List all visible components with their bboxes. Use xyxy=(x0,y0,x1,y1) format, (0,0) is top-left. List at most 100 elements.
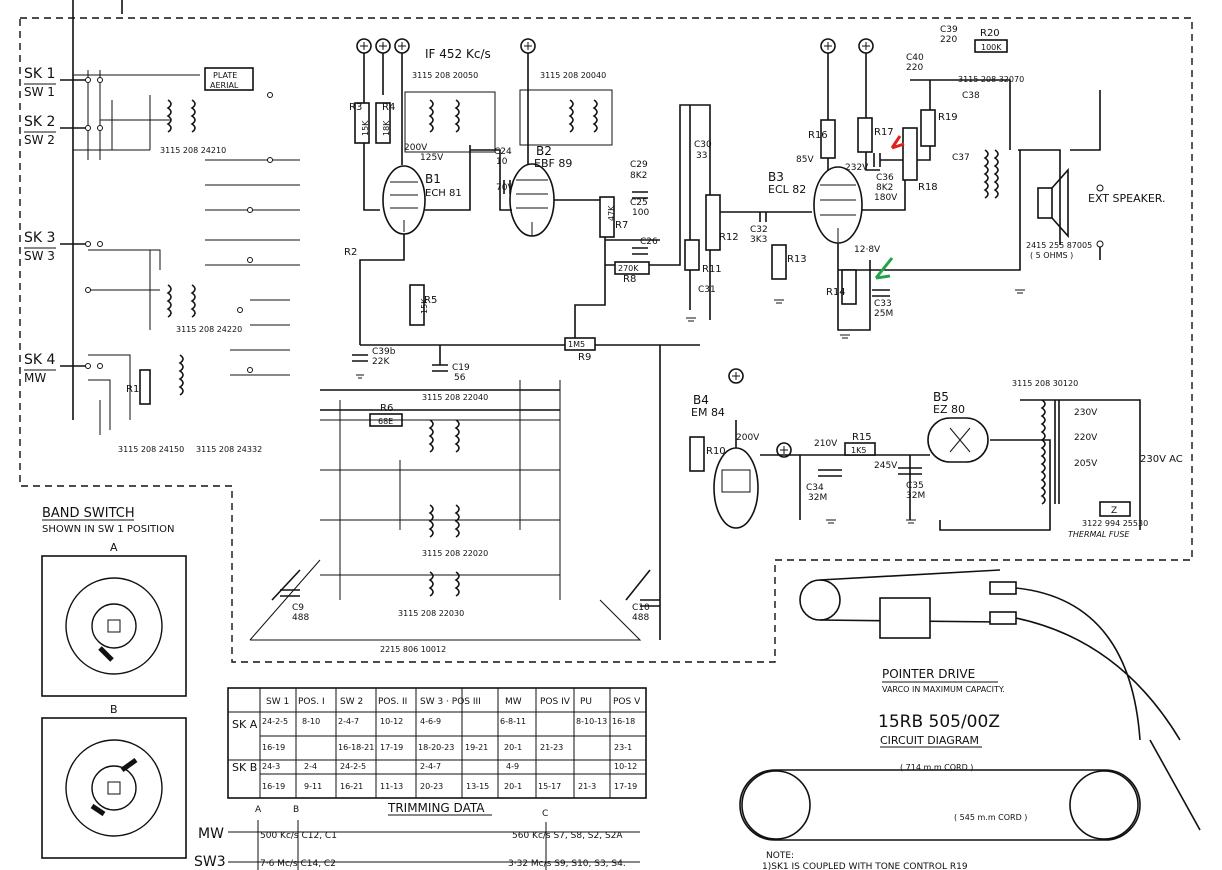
svg-text:2415 255 87005: 2415 255 87005 xyxy=(1026,241,1092,250)
svg-text:SW 3: SW 3 xyxy=(24,249,55,263)
svg-text:3115 208 24332: 3115 208 24332 xyxy=(196,445,262,454)
svg-text:EZ 80: EZ 80 xyxy=(933,403,965,416)
svg-text:16-18-21: 16-18-21 xyxy=(338,743,374,752)
svg-text:ECH 81: ECH 81 xyxy=(425,188,462,199)
svg-text:POS V: POS V xyxy=(613,697,641,707)
svg-text:C: C xyxy=(542,809,548,819)
pointer-drive xyxy=(739,569,1201,841)
osc-switch-wiring xyxy=(249,380,642,641)
svg-text:205V: 205V xyxy=(1074,459,1098,469)
svg-text:C10: C10 xyxy=(632,603,650,613)
svg-text:270K: 270K xyxy=(618,264,639,273)
svg-text:MW: MW xyxy=(24,371,46,385)
svg-text:2-4-7: 2-4-7 xyxy=(420,762,441,771)
svg-text:B: B xyxy=(293,805,299,815)
trimming-lines xyxy=(228,820,640,870)
svg-text:16-19: 16-19 xyxy=(262,743,285,752)
svg-text:C32: C32 xyxy=(750,225,768,235)
svg-text:245V: 245V xyxy=(874,461,898,471)
svg-text:C33: C33 xyxy=(874,299,892,309)
svg-text:3115 208 20040: 3115 208 20040 xyxy=(540,71,606,80)
svg-text:R3: R3 xyxy=(349,102,362,113)
svg-text:SK 3: SK 3 xyxy=(24,230,55,246)
svg-text:200V: 200V xyxy=(736,433,760,443)
svg-text:1M5: 1M5 xyxy=(568,340,585,349)
osc-coils xyxy=(428,419,460,597)
svg-text:C39: C39 xyxy=(940,25,958,35)
wafer-a xyxy=(41,555,187,697)
svg-text:24-2-5: 24-2-5 xyxy=(262,717,288,726)
svg-text:R10: R10 xyxy=(706,446,726,457)
svg-text:32M: 32M xyxy=(906,491,925,501)
tube-b4: B4 EM 84 xyxy=(691,393,759,529)
svg-text:4-6-9: 4-6-9 xyxy=(420,717,441,726)
svg-text:3115 208 24150: 3115 208 24150 xyxy=(118,445,184,454)
svg-text:C19: C19 xyxy=(452,363,470,373)
svg-text:A: A xyxy=(110,541,118,554)
svg-text:THERMAL FUSE: THERMAL FUSE xyxy=(1068,530,1130,539)
svg-text:3·32 Mc/s S9, S10, S3, S4.: 3·32 Mc/s S9, S10, S3, S4. xyxy=(508,859,626,869)
socket-sk4: SK 4 MW xyxy=(24,352,88,385)
svg-text:R14: R14 xyxy=(826,287,846,298)
tube-b5: B5 EZ 80 xyxy=(927,390,989,463)
chassis-outline xyxy=(19,17,1193,663)
svg-text:10-12: 10-12 xyxy=(614,762,637,771)
resistor-bodies xyxy=(354,39,1008,472)
svg-text:R16: R16 xyxy=(808,130,828,141)
gang-arrows xyxy=(271,569,651,601)
svg-text:220V: 220V xyxy=(1074,433,1098,443)
svg-text:21-23: 21-23 xyxy=(540,743,563,752)
svg-text:CIRCUIT DIAGRAM: CIRCUIT DIAGRAM xyxy=(880,734,979,747)
svg-text:C25: C25 xyxy=(630,198,648,208)
svg-text:C9: C9 xyxy=(292,603,304,613)
svg-text:220: 220 xyxy=(906,63,923,73)
r1-resistor xyxy=(139,369,151,405)
svg-text:230V AC: 230V AC xyxy=(1140,454,1183,465)
svg-text:100: 100 xyxy=(632,208,649,218)
svg-text:20-23: 20-23 xyxy=(420,782,443,791)
socket-sk3: SK 3 SW 3 xyxy=(24,230,88,263)
svg-text:24-3: 24-3 xyxy=(262,762,280,771)
svg-text:17-19: 17-19 xyxy=(614,782,637,791)
svg-text:100K: 100K xyxy=(981,43,1002,52)
svg-text:B4: B4 xyxy=(693,393,709,407)
svg-text:7·6 Mc/s C14, C2: 7·6 Mc/s C14, C2 xyxy=(260,859,336,869)
svg-text:R7: R7 xyxy=(615,220,628,231)
svg-text:POS IV: POS IV xyxy=(540,697,571,707)
svg-text:2215 806 10012: 2215 806 10012 xyxy=(380,645,446,654)
svg-text:C26: C26 xyxy=(640,237,658,247)
svg-text:EM 84: EM 84 xyxy=(691,406,725,419)
svg-text:70V: 70V xyxy=(496,183,514,193)
ground-symbols xyxy=(356,289,1025,524)
svg-text:R2: R2 xyxy=(344,247,357,258)
svg-text:B2: B2 xyxy=(536,144,552,158)
svg-text:210V: 210V xyxy=(814,439,838,449)
svg-text:B3: B3 xyxy=(768,170,784,184)
svg-text:47K: 47K xyxy=(607,205,616,221)
svg-text:6-8-11: 6-8-11 xyxy=(500,717,526,726)
svg-text:500 Kc/s C12, C1: 500 Kc/s C12, C1 xyxy=(260,831,337,841)
if1-can xyxy=(404,91,496,153)
rf-contact-dots xyxy=(85,77,273,373)
socket-sk1: SK 1 SW 1 xyxy=(24,66,88,99)
svg-text:R6: R6 xyxy=(380,403,393,414)
svg-text:200V: 200V xyxy=(404,143,428,153)
svg-text:17-19: 17-19 xyxy=(380,743,403,752)
svg-text:R19: R19 xyxy=(938,112,958,123)
svg-text:15K: 15K xyxy=(420,298,429,314)
svg-text:( 545 m.m CORD ): ( 545 m.m CORD ) xyxy=(954,813,1027,822)
svg-text:POS. II: POS. II xyxy=(378,697,407,707)
voltage-labels: 200V 125V 70V 85V 232V 180V 12·8V 200V 2… xyxy=(404,143,1183,471)
svg-text:2-4: 2-4 xyxy=(304,762,317,771)
svg-text:16-18: 16-18 xyxy=(612,717,635,726)
resistor-labels: R3 15K R4 18K R2 R5 15K R7 47K R8 270K R… xyxy=(344,28,1002,457)
svg-text:8-10-13: 8-10-13 xyxy=(576,717,607,726)
svg-text:NOTE:: NOTE: xyxy=(766,851,794,861)
svg-text:3115 208 22020: 3115 208 22020 xyxy=(422,549,488,558)
svg-text:IF 452 Kc/s: IF 452 Kc/s xyxy=(425,47,491,61)
if-transformers xyxy=(428,99,999,199)
svg-text:EXT SPEAKER.: EXT SPEAKER. xyxy=(1088,192,1166,205)
svg-text:3122 994 25530: 3122 994 25530 xyxy=(1082,519,1148,528)
svg-text:SW 2: SW 2 xyxy=(340,697,363,707)
svg-text:3115 208 20050: 3115 208 20050 xyxy=(412,71,478,80)
